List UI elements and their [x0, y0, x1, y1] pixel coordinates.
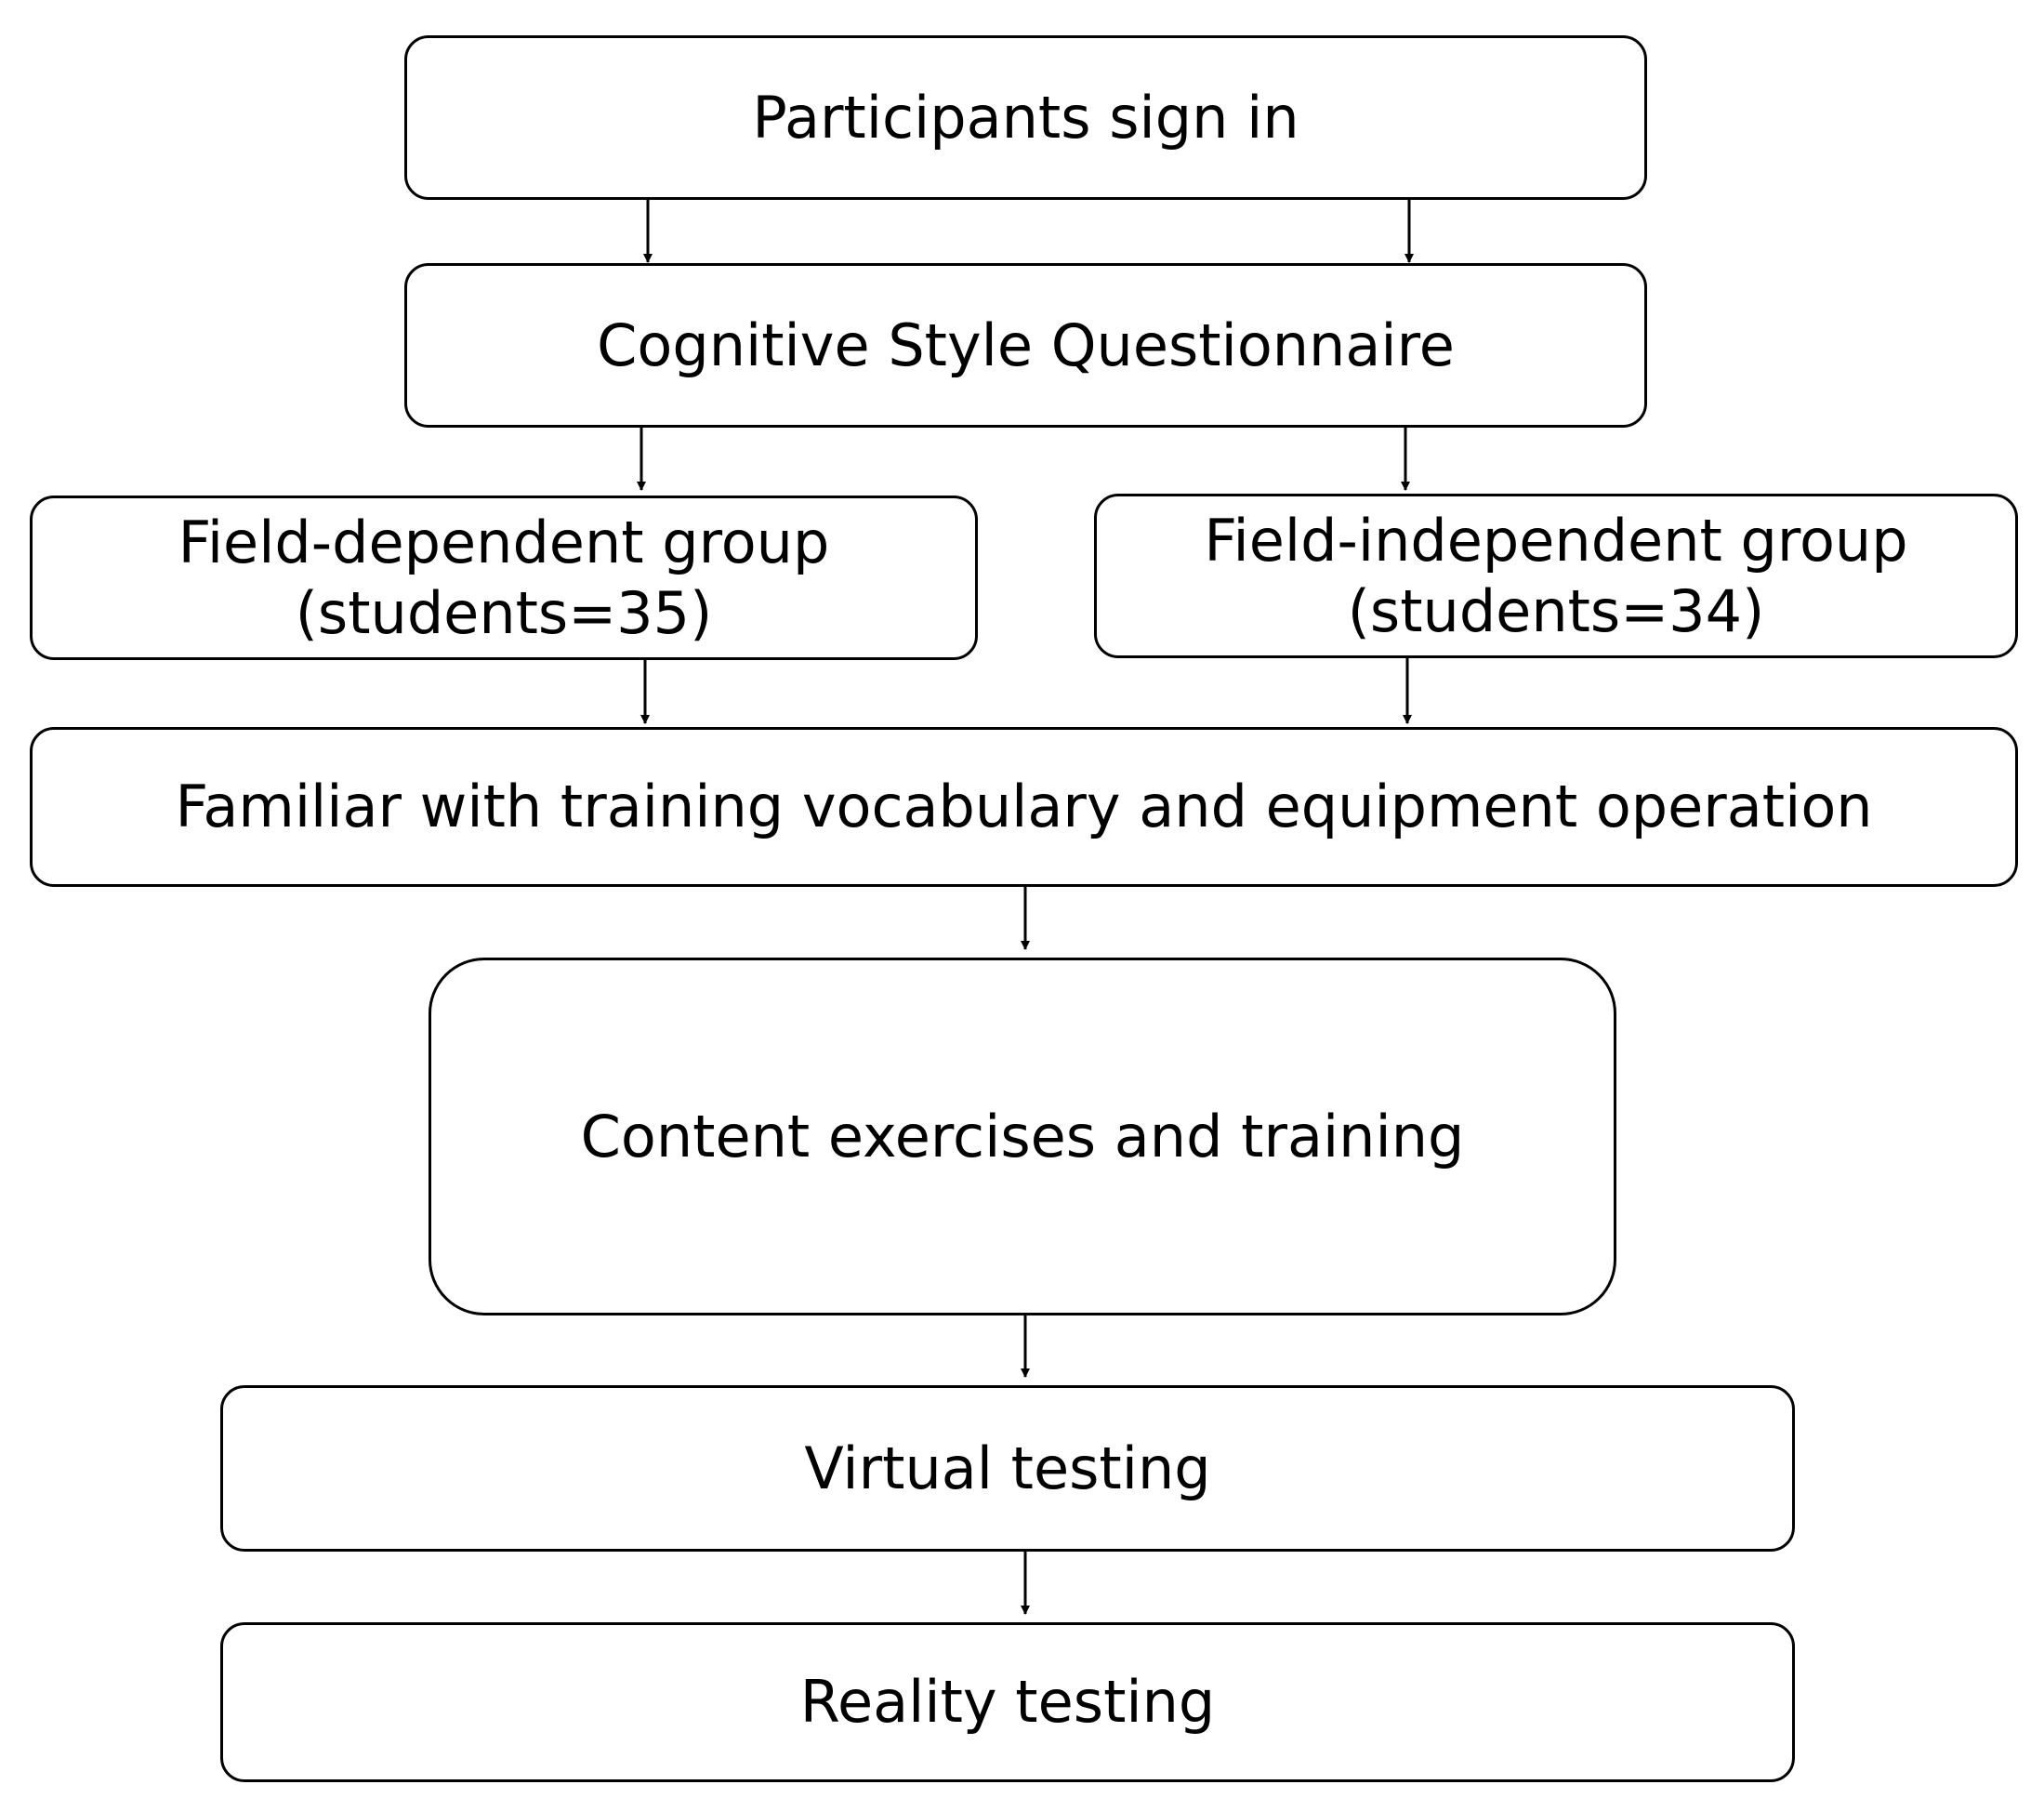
- step-content-exercises-training: Content exercises and training: [429, 958, 1616, 1315]
- step-virtual-testing: Virtual testing: [220, 1385, 1795, 1552]
- step-participants-sign-in: Participants sign in: [404, 35, 1647, 200]
- step-label: Participants sign in: [752, 83, 1299, 152]
- group-name: Field-dependent group: [178, 508, 830, 576]
- group-field-independent: Field-independent group (students=34): [1094, 494, 2018, 658]
- group-name: Field-independent group: [1204, 506, 1908, 575]
- group-count: (students=34): [1347, 576, 1765, 645]
- step-label: Content exercises and training: [580, 1102, 1465, 1170]
- step-cognitive-style-questionnaire: Cognitive Style Questionnaire: [404, 263, 1647, 428]
- step-familiarization: Familiar with training vocabulary and eq…: [30, 727, 2018, 887]
- step-label: Familiar with training vocabulary and eq…: [175, 773, 1873, 841]
- group-count: (students=35): [295, 578, 713, 647]
- group-field-dependent: Field-dependent group (students=35): [30, 496, 978, 660]
- step-label: Cognitive Style Questionnaire: [597, 311, 1455, 379]
- step-label: Reality testing: [799, 1668, 1216, 1737]
- step-reality-testing: Reality testing: [220, 1622, 1795, 1782]
- step-label: Virtual testing: [804, 1434, 1211, 1502]
